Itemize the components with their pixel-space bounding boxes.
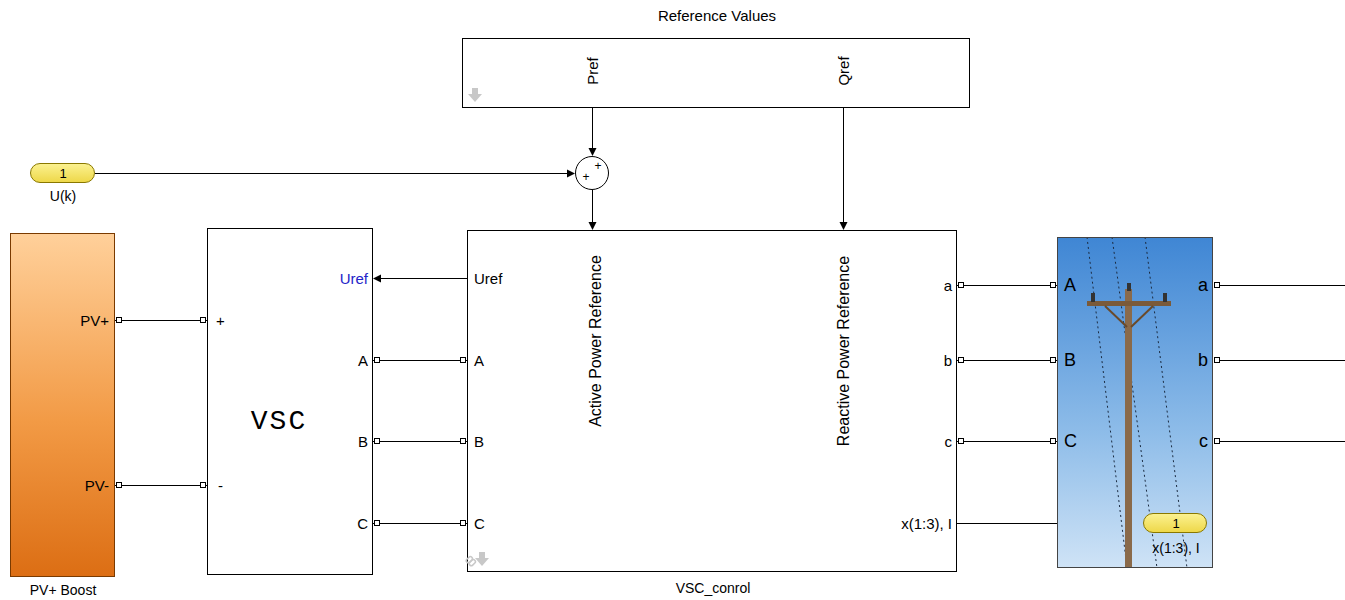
physical-wire [115,320,207,321]
port-label: Reactive Power Reference [835,256,853,446]
line-picture [1057,237,1213,568]
vsc-control-block: VSC_conrolUrefABCActive Power ReferenceR… [467,230,957,572]
wire [373,441,467,442]
reference-block: Reference ValuesPrefQref [462,38,970,108]
physical-wire [115,485,207,486]
signal-line [589,190,597,230]
block-label: Uref [474,271,502,288]
block-label: a [944,278,952,295]
block-label: b [1198,351,1208,371]
block-label: C [474,516,485,533]
block-name: U(k) [50,189,76,204]
physical-wire [957,285,1057,286]
wire [115,320,207,321]
block-name: x(1:3), I [1152,541,1199,556]
inport: 1U(k) [30,163,95,183]
wire [592,108,593,149]
block-label: + [216,313,225,330]
block-label: c [945,434,953,451]
block-label: Uref [340,271,368,288]
signal-line [373,275,467,283]
block-label: B [474,434,484,451]
wire [115,485,207,486]
output-wires [1219,286,1345,442]
block-name: Reference Values [658,8,776,25]
block-label: x(1:3), I [901,516,952,533]
block-label: - [218,478,223,495]
wire [843,108,844,223]
block-label: c [1199,432,1208,452]
block-label: B [358,434,368,451]
wire [380,278,467,279]
signal-line [589,108,597,156]
wire [957,360,1057,361]
block-label: VSC [251,407,307,438]
arrowhead [840,222,848,230]
pv-boost-block: PV+PV-PV+ Boost [10,233,115,577]
vsc-block: + - VSC UrefA B C [207,228,373,575]
block-label: A [474,353,484,370]
block-label: PV- [85,478,109,495]
block-label: b [944,353,952,370]
physical-wire [957,360,1057,361]
sum-block: ++ [575,156,609,190]
physical-wire [957,441,1057,442]
wire [592,190,593,223]
block-label: C [1064,432,1077,452]
arrowhead [589,222,597,230]
signal-line [95,170,575,178]
arrowhead [589,148,597,156]
block-label: 1 [1172,517,1179,531]
port-label: Qref [836,56,853,85]
block-label: a [1198,276,1208,296]
wire [373,523,467,524]
block-label: A [358,353,368,370]
outport: 1x(1:3), I [1143,513,1207,533]
wire [95,173,568,174]
block-label: B [1064,351,1076,371]
block-label: + [582,171,589,184]
block-label: 1 [59,167,66,181]
block-label: + [594,160,601,173]
physical-wire [373,360,467,361]
block-label: A [1064,276,1076,296]
physical-wire [373,441,467,442]
physical-wire [373,523,467,524]
block-label: PV+ [80,313,109,330]
wire [373,360,467,361]
signal-line [840,108,848,230]
port-label: Active Power Reference [587,255,605,427]
port-label: Pref [585,57,602,85]
block-label: C [357,516,368,533]
block-name: PV+ Boost [30,583,97,598]
wire [957,441,1057,442]
arrowhead [567,170,575,178]
wire [957,285,1057,286]
arrowhead [373,275,381,283]
block-name: VSC_conrol [676,581,751,596]
